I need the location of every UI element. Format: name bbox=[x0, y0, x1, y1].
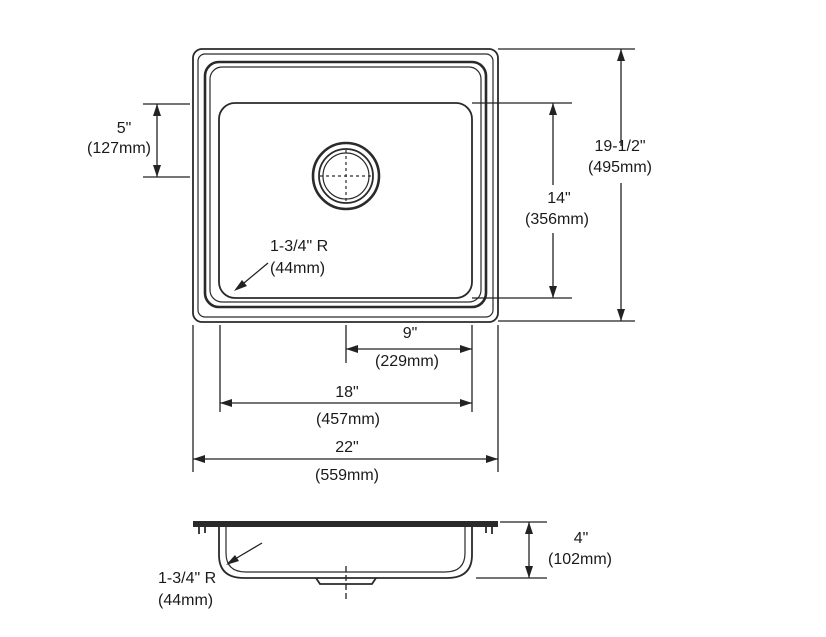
dimension-corner-radius-side: 1-3/4" R (44mm) bbox=[158, 542, 263, 609]
dimension-bowl-depth: 14" (356mm) bbox=[525, 103, 589, 298]
bowl-depth-imperial: 14" bbox=[547, 190, 570, 207]
dimension-drain-offset: 5" (127mm) bbox=[87, 104, 161, 177]
bowl-width-imperial: 18" bbox=[335, 384, 358, 401]
overall-width-metric: (559mm) bbox=[315, 467, 379, 484]
dimension-drain-center: 9" (229mm) bbox=[346, 325, 472, 370]
drain-offset-imperial: 5" bbox=[117, 120, 132, 137]
bowl-depth-metric: (356mm) bbox=[525, 211, 589, 228]
dimension-bowl-height: 4" (102mm) bbox=[476, 521, 612, 579]
extension-lines bbox=[143, 48, 635, 472]
sink-side-rim bbox=[193, 521, 498, 527]
drain-center-imperial: 9" bbox=[403, 325, 418, 342]
dimension-corner-radius-top: 1-3/4" R (44mm) bbox=[234, 238, 328, 291]
corner-radius-side-imperial: 1-3/4" R bbox=[158, 570, 216, 587]
corner-radius-top-imperial: 1-3/4" R bbox=[270, 238, 328, 255]
sink-inner-rim bbox=[197, 53, 494, 318]
bowl-height-metric: (102mm) bbox=[548, 551, 612, 568]
sink-bowl bbox=[218, 102, 473, 299]
bowl-width-metric: (457mm) bbox=[316, 411, 380, 428]
sink-top-view bbox=[192, 48, 499, 323]
sink-deck-inner bbox=[209, 66, 482, 303]
dimension-bowl-width: 18" (457mm) bbox=[220, 384, 472, 428]
dimension-overall-width: 22" (559mm) bbox=[193, 439, 498, 484]
dimension-overall-depth: 19-1/2" (495mm) bbox=[588, 49, 652, 321]
overall-depth-metric: (495mm) bbox=[588, 159, 652, 176]
overall-depth-imperial: 19-1/2" bbox=[594, 138, 645, 155]
drain-center-metric: (229mm) bbox=[375, 353, 439, 370]
sink-outer-rim bbox=[192, 48, 499, 323]
overall-width-imperial: 22" bbox=[335, 439, 358, 456]
drain-icon bbox=[311, 141, 381, 211]
drain-offset-metric: (127mm) bbox=[87, 140, 151, 157]
bowl-height-imperial: 4" bbox=[574, 530, 589, 547]
sink-deck bbox=[203, 60, 488, 309]
corner-radius-top-metric: (44mm) bbox=[270, 260, 325, 277]
sink-side-view bbox=[193, 521, 498, 602]
corner-radius-side-metric: (44mm) bbox=[158, 592, 213, 609]
